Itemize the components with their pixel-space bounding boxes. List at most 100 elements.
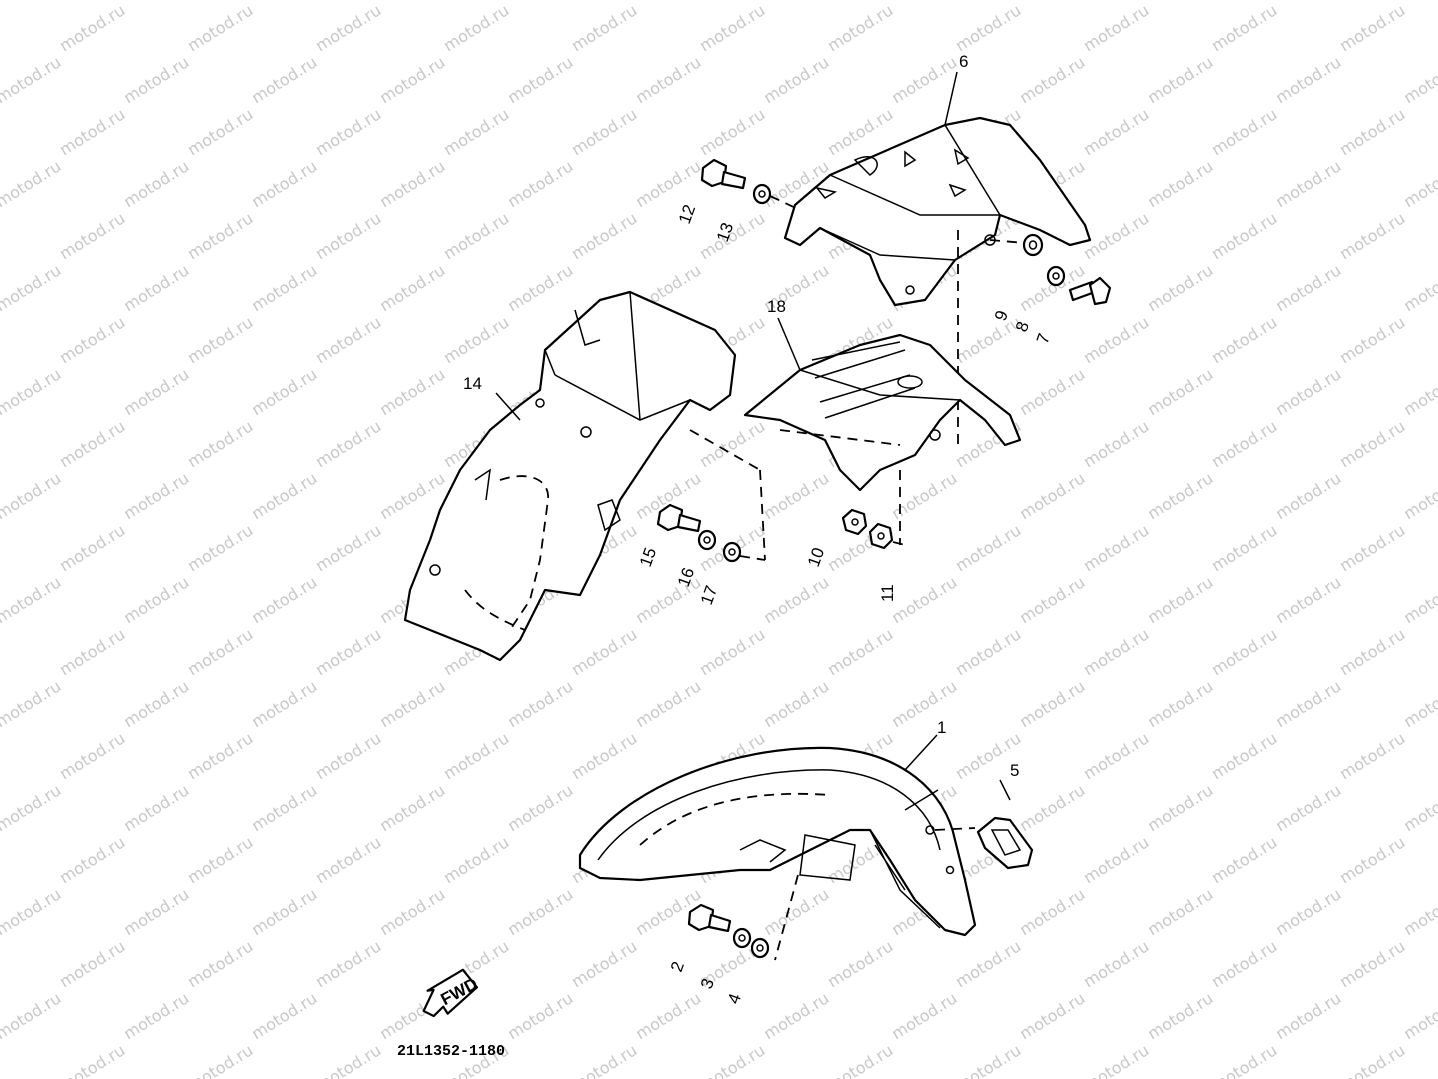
watermark-text: motod.ru [1336, 208, 1408, 263]
watermark-text: motod.ru [184, 728, 256, 783]
watermark-text: motod.ru [1272, 0, 1344, 3]
watermark-text: motod.ru [1016, 884, 1088, 939]
watermark-text: motod.ru [120, 572, 192, 627]
callout-15: 15 [636, 545, 660, 569]
watermark-text: motod.ru [56, 0, 128, 55]
watermark-text: motod.ru [760, 572, 832, 627]
watermark-text: motod.ru [1208, 624, 1280, 679]
watermark-text: motod.ru [312, 416, 384, 471]
watermark-text: motod.ru [696, 624, 768, 679]
watermark-text: motod.ru [312, 520, 384, 575]
watermark-text: motod.ru [1272, 988, 1344, 1043]
watermark-text: motod.ru [1080, 936, 1152, 991]
callout-9: 9 [991, 308, 1012, 323]
watermark-text: motod.ru [376, 364, 448, 419]
washer-4 [750, 937, 770, 959]
watermark-text: motod.ru [568, 208, 640, 263]
watermark-text: motod.ru [0, 884, 64, 939]
watermark-text: motod.ru [184, 832, 256, 887]
watermark-text: motod.ru [376, 780, 448, 835]
watermark-text: motod.ru [1144, 0, 1216, 3]
nut-10 [841, 508, 868, 536]
watermark-text: motod.ru [312, 312, 384, 367]
watermark-text: motod.ru [952, 624, 1024, 679]
watermark-text: motod.ru [952, 520, 1024, 575]
watermark-text: motod.ru [824, 0, 896, 55]
watermark-text: motod.ru [440, 832, 512, 887]
watermark-text: motod.ru [1272, 572, 1344, 627]
watermark-text: motod.ru [56, 1040, 128, 1079]
nut-11 [868, 522, 906, 550]
watermark-text: motod.ru [0, 0, 64, 3]
watermark-text: motod.ru [1336, 0, 1408, 55]
watermark-text: motod.ru [312, 0, 384, 55]
watermark-text: motod.ru [248, 52, 320, 107]
watermark-text: motod.ru [568, 0, 640, 55]
watermark-text: motod.ru [1208, 832, 1280, 887]
watermark-text: motod.ru [184, 1040, 256, 1079]
watermark-text: motod.ru [504, 0, 576, 3]
watermark-text: motod.ru [1208, 312, 1280, 367]
part-6-fender-cover [783, 116, 1092, 450]
watermark-text: motod.ru [248, 156, 320, 211]
watermark-text: motod.ru [120, 260, 192, 315]
watermark-text: motod.ru [56, 936, 128, 991]
watermark-text: motod.ru [1336, 936, 1408, 991]
watermark-text: motod.ru [568, 104, 640, 159]
watermark-text: motod.ru [376, 884, 448, 939]
watermark-text: motod.ru [760, 988, 832, 1043]
watermark-text: motod.ru [1208, 416, 1280, 471]
watermark-text: motod.ru [56, 416, 128, 471]
watermark-text: motod.ru [1400, 260, 1438, 315]
callout-14: 14 [463, 374, 482, 393]
callout-1: 1 [937, 718, 946, 737]
watermark-text: motod.ru [120, 468, 192, 523]
callout-7: 7 [1033, 331, 1054, 346]
watermark-text: motod.ru [0, 260, 64, 315]
watermark-text: motod.ru [1336, 104, 1408, 159]
watermark-text: motod.ru [1336, 1040, 1408, 1079]
watermark-text: motod.ru [0, 468, 64, 523]
watermark-text: motod.ru [1400, 676, 1438, 731]
watermark-text: motod.ru [1144, 156, 1216, 211]
watermark-text: motod.ru [1080, 1040, 1152, 1079]
watermark-text: motod.ru [1144, 780, 1216, 835]
watermark-text: motod.ru [504, 780, 576, 835]
watermark-text: motod.ru [184, 0, 256, 55]
watermark-text: motod.ru [0, 364, 64, 419]
watermark-text: motod.ru [1208, 104, 1280, 159]
watermark-text: motod.ru [56, 624, 128, 679]
watermark-text: motod.ru [1016, 988, 1088, 1043]
watermark-text: motod.ru [440, 728, 512, 783]
watermark-text: motod.ru [248, 468, 320, 523]
watermark-text: motod.ru [1016, 676, 1088, 731]
part-18-fender-stay [743, 333, 1022, 545]
watermark-text: motod.ru [120, 52, 192, 107]
watermark-text: motod.ru [1080, 624, 1152, 679]
washer-13 [752, 183, 801, 211]
watermark-text: motod.ru [312, 728, 384, 783]
watermark-text: motod.ru [1272, 780, 1344, 835]
watermark-text: motod.ru [1080, 832, 1152, 887]
watermark-text: motod.ru [1336, 312, 1408, 367]
watermark-text: motod.ru [888, 676, 960, 731]
washer-9 [1022, 233, 1044, 257]
watermark-text: motod.ru [952, 936, 1024, 991]
watermark-text: motod.ru [824, 936, 896, 991]
watermark-text: motod.ru [120, 780, 192, 835]
bolt-7 [989, 239, 1112, 306]
watermark-text: motod.ru [184, 208, 256, 263]
part-14-inner-fender [403, 290, 766, 662]
watermark-text: motod.ru [1272, 468, 1344, 523]
watermark-text: motod.ru [1016, 468, 1088, 523]
bolt-2 [687, 903, 732, 933]
watermark-text: motod.ru [1208, 0, 1280, 55]
watermark-text: motod.ru [760, 0, 832, 3]
watermark-text: motod.ru [1400, 884, 1438, 939]
watermark-text: motod.ru [1016, 52, 1088, 107]
watermark-text: motod.ru [56, 832, 128, 887]
watermark-text: motod.ru [632, 52, 704, 107]
watermark-text: motod.ru [1208, 728, 1280, 783]
watermark-text: motod.ru [120, 0, 192, 3]
